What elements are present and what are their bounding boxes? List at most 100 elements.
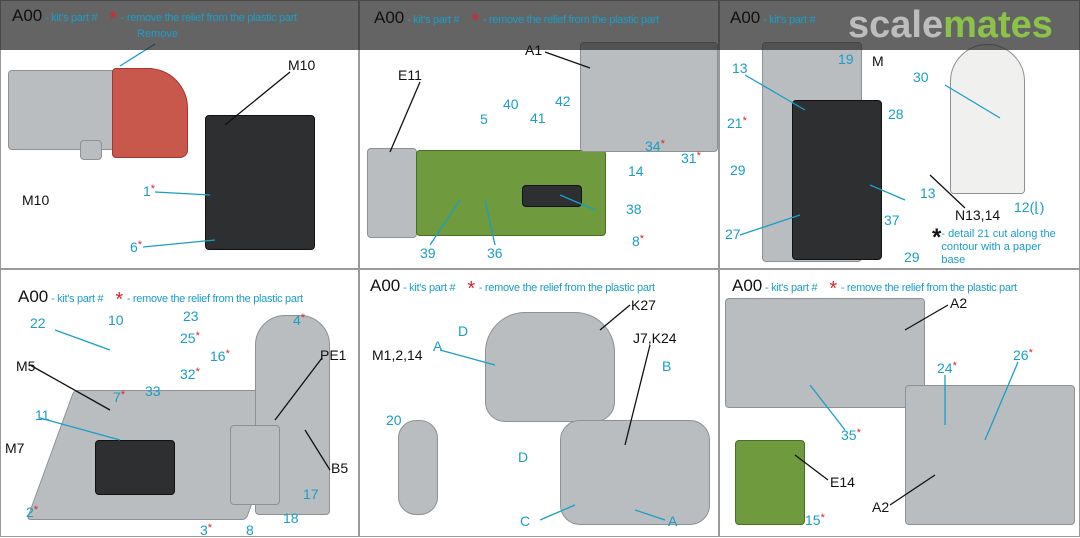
callout-label: 19 bbox=[838, 52, 854, 66]
label-text: 25 bbox=[180, 330, 196, 346]
callout-label: A2 bbox=[950, 296, 967, 310]
label-text: 29 bbox=[904, 249, 920, 265]
callout-label: 35* bbox=[841, 427, 861, 443]
logo-part1: scale bbox=[848, 4, 944, 46]
right-console bbox=[792, 100, 882, 260]
callout-label: 4* bbox=[293, 312, 306, 328]
label-text: E11 bbox=[398, 67, 422, 83]
callout-label: M bbox=[872, 54, 884, 68]
legend-star-desc: - remove the relief from the plastic par… bbox=[482, 14, 659, 26]
label-text: 38 bbox=[626, 201, 642, 217]
callout-label: 8* bbox=[632, 233, 644, 249]
label-text: 5 bbox=[480, 111, 488, 127]
label-text: N13,14 bbox=[955, 207, 1001, 223]
callout-label: M5 bbox=[16, 359, 35, 373]
label-text: M5 bbox=[16, 358, 36, 374]
label-text: 18 bbox=[283, 510, 299, 526]
callout-label: 16* bbox=[210, 349, 230, 364]
legend-header: A00 - kit's part #*- remove the relief f… bbox=[18, 287, 303, 312]
callout-label: B5 bbox=[331, 461, 348, 475]
label-text: 21 bbox=[727, 115, 743, 131]
legend-code-desc: - kit's part # bbox=[763, 14, 816, 26]
callout-label: 11 bbox=[35, 408, 50, 422]
callout-label: 25* bbox=[180, 330, 200, 346]
label-text: 23 bbox=[183, 308, 199, 324]
label-text: E14 bbox=[830, 474, 855, 490]
legend-code: A00 bbox=[12, 6, 43, 25]
control-stick bbox=[398, 420, 438, 515]
label-text: M10 bbox=[288, 57, 316, 73]
callout-label: 5 bbox=[480, 112, 488, 126]
callout-label: 15* bbox=[805, 513, 825, 528]
callout-label: 26* bbox=[1013, 347, 1033, 363]
label-text: C bbox=[520, 513, 531, 529]
label-text: 11 bbox=[35, 407, 50, 423]
callout-label: 13 bbox=[920, 186, 936, 200]
legend-star-desc: - remove the relief from the plastic par… bbox=[840, 282, 1017, 294]
asterisk-icon: * bbox=[300, 312, 306, 324]
m10-part bbox=[80, 140, 102, 160]
label-text: 1 bbox=[143, 183, 151, 199]
asterisk-icon: * bbox=[115, 289, 123, 311]
label-text: 3 bbox=[200, 522, 208, 538]
label-text: 34 bbox=[645, 138, 661, 154]
asterisk-icon: * bbox=[195, 330, 200, 342]
callout-label: 29 bbox=[904, 250, 920, 264]
label-text: 8 bbox=[246, 522, 254, 538]
legend-code-desc: - kit's part # bbox=[765, 282, 818, 294]
label-text: M1,2,14 bbox=[372, 347, 423, 363]
label-text: K27 bbox=[631, 297, 656, 313]
legend-header: A00 - kit's part #*- remove the relief f… bbox=[370, 276, 655, 301]
callout-label: M10 bbox=[22, 193, 49, 207]
seat-back-k27 bbox=[485, 312, 615, 422]
note-text: - detail 21 cut along the contour with a… bbox=[941, 228, 1056, 266]
callout-label: 17 bbox=[303, 487, 319, 501]
logo-part2: mates bbox=[943, 4, 1053, 46]
label-text: 39 bbox=[420, 245, 436, 261]
asterisk-icon: * bbox=[660, 138, 665, 150]
label-text: 40 bbox=[503, 96, 519, 112]
legend-code-desc: - kit's part # bbox=[403, 282, 456, 294]
scalemates-logo: scalemates bbox=[848, 4, 1053, 46]
legend-code: A00 bbox=[732, 276, 763, 295]
callout-label: J7,K24 bbox=[633, 331, 677, 345]
seat-box bbox=[230, 425, 280, 505]
asterisk-icon: * bbox=[856, 427, 861, 439]
callout-label: 21* bbox=[727, 115, 747, 131]
callout-label: D bbox=[458, 324, 468, 338]
callout-label: 10 bbox=[108, 313, 124, 327]
label-text: 12(⌊) bbox=[1014, 199, 1045, 215]
label-text: 8 bbox=[632, 233, 640, 249]
wall-a2-lower bbox=[905, 385, 1075, 525]
legend-star-desc: - remove the relief from the plastic par… bbox=[478, 282, 655, 294]
callout-label: 27 bbox=[725, 227, 741, 241]
label-text: A bbox=[433, 338, 443, 354]
callout-label: C bbox=[520, 514, 530, 528]
canopy-n13 bbox=[950, 44, 1025, 194]
label-text: 35 bbox=[841, 427, 857, 443]
asterisk-icon: * bbox=[742, 115, 747, 127]
legend-code-desc: - kit's part # bbox=[51, 293, 104, 305]
callout-label: 28 bbox=[888, 107, 904, 121]
legend-star-desc: - remove the relief from the plastic par… bbox=[120, 12, 297, 24]
label-text: 32 bbox=[180, 366, 196, 382]
label-text: M bbox=[872, 53, 884, 69]
callout-label: 34* bbox=[645, 138, 665, 154]
label-text: 28 bbox=[888, 106, 904, 122]
label-text: 26 bbox=[1013, 347, 1029, 363]
label-text: A bbox=[668, 513, 678, 529]
callout-label: 41 bbox=[530, 111, 546, 125]
legend-code-desc: - kit's part # bbox=[45, 12, 98, 24]
label-text: 31 bbox=[681, 150, 697, 166]
callout-label: 3* bbox=[200, 522, 212, 538]
side-wall-a1 bbox=[580, 42, 718, 152]
label-text: D bbox=[518, 449, 529, 465]
callout-label: 30 bbox=[913, 70, 929, 84]
asterisk-icon: * bbox=[137, 239, 143, 251]
label-text: A1 bbox=[525, 42, 543, 58]
label-text: 41 bbox=[530, 110, 546, 126]
asterisk-icon: * bbox=[471, 10, 479, 32]
label-text: 10 bbox=[108, 312, 124, 328]
label-text: 33 bbox=[145, 383, 161, 399]
